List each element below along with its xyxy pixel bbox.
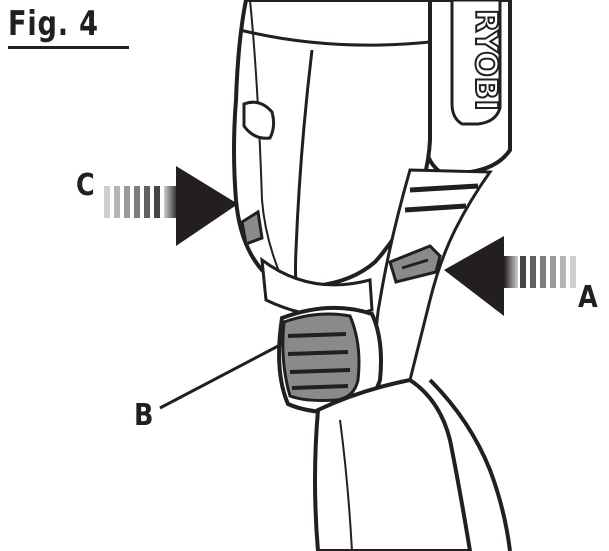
head-top-band — [239, 28, 431, 47]
side-housing — [374, 168, 493, 392]
trigger-rib-2 — [287, 350, 349, 356]
head-collar — [260, 256, 374, 318]
side-rib-2 — [404, 203, 467, 213]
handle-seam — [339, 419, 353, 551]
figure-title-underline — [8, 46, 129, 49]
callout-label-a: A — [578, 280, 598, 315]
handle-grip-edge — [428, 378, 512, 551]
button-a-detail — [401, 258, 429, 270]
side-rib-1 — [409, 183, 479, 193]
callout-label-c: C — [76, 168, 95, 203]
brand-panel — [450, 0, 502, 126]
brand-logo-text: RYOBI — [468, 9, 503, 111]
leader-line-b — [159, 342, 283, 410]
trigger-rib-3 — [289, 368, 351, 374]
head-mid-line — [249, 0, 293, 301]
arrow-a — [444, 236, 576, 316]
figure-title: Fig. 4 — [8, 4, 99, 44]
vent-slot — [242, 100, 276, 140]
arrow-c — [104, 166, 238, 246]
callout-label-b: B — [134, 398, 154, 433]
button-c[interactable] — [240, 209, 264, 247]
trigger-rib-4 — [291, 384, 349, 390]
handle — [313, 377, 473, 551]
trigger-rib-1 — [287, 332, 347, 338]
